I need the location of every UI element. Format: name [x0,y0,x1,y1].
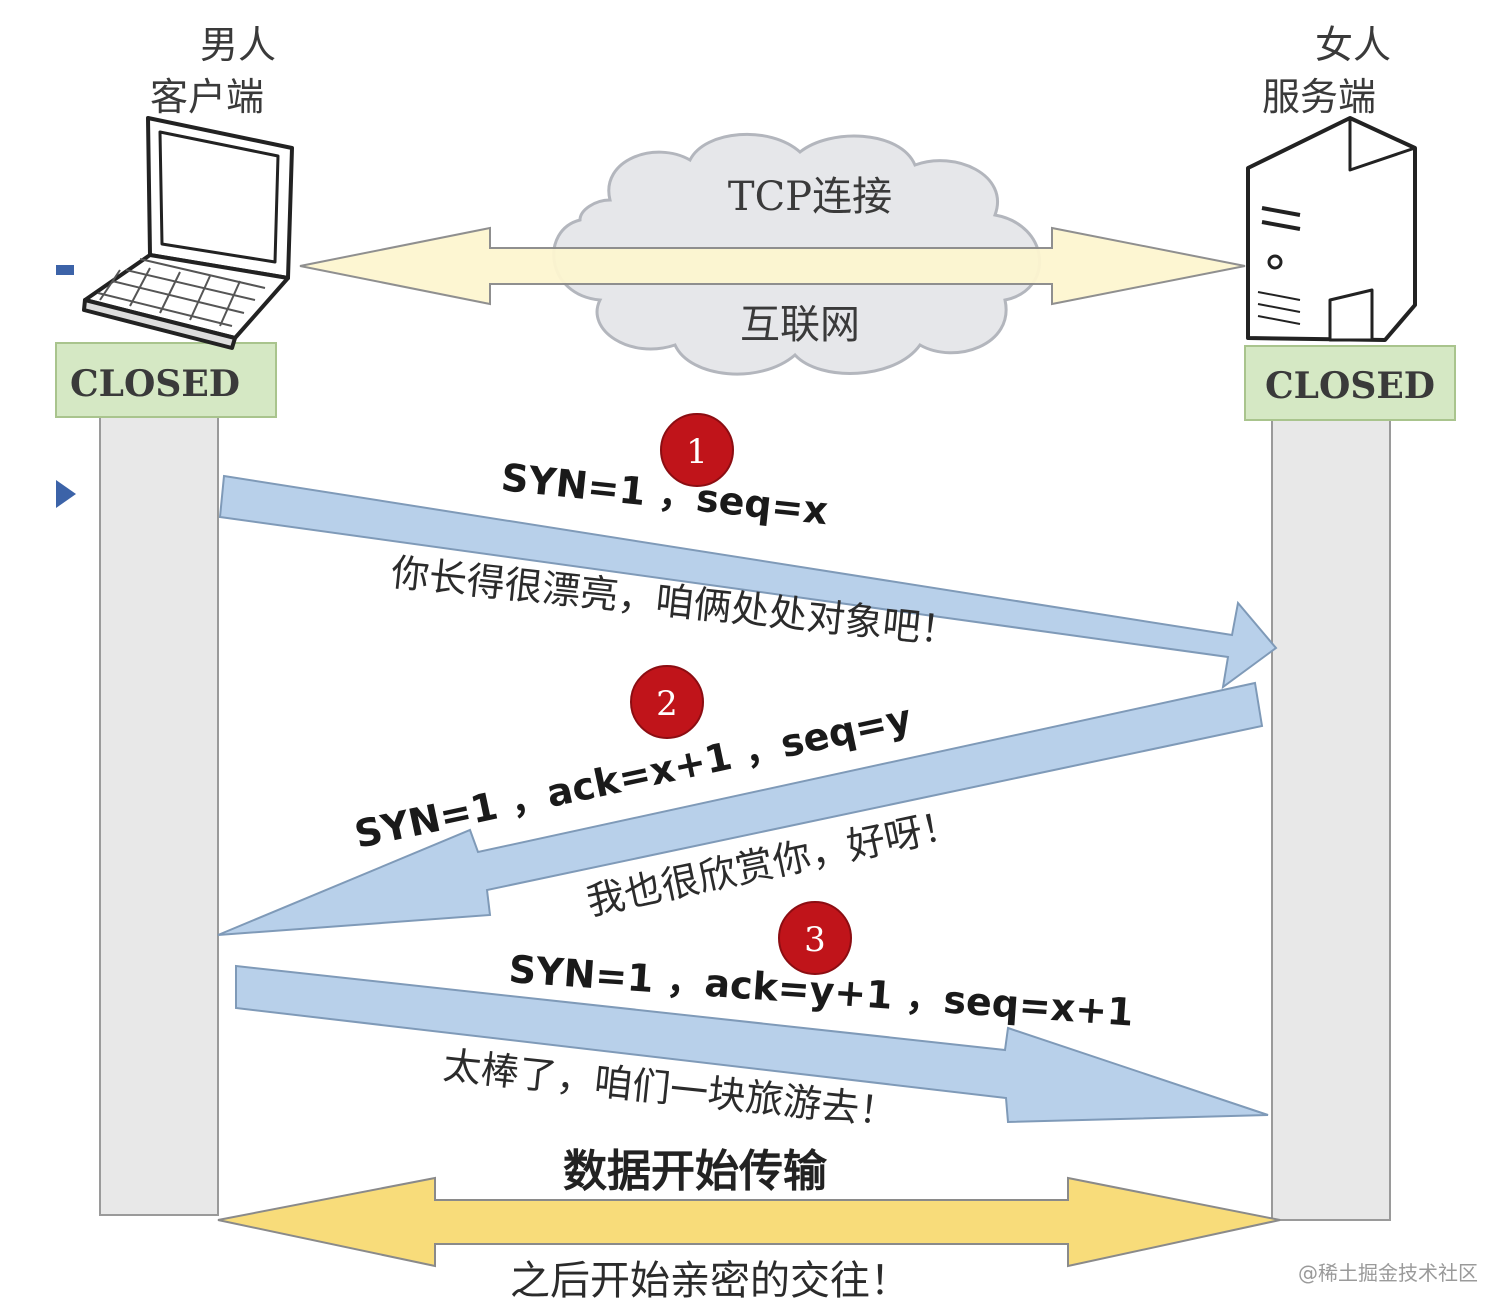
server-state-label: CLOSED [1265,365,1435,407]
edge-marker [56,265,74,275]
server-role-label: 女人 [1315,23,1391,67]
client-role-label: 男人 [200,23,276,67]
client-state-label: CLOSED [70,363,240,405]
step1-badge: 1 [660,413,734,487]
step3-badge: 3 [778,901,852,975]
client-state-box: CLOSED [55,342,277,418]
server-lifeline [1271,417,1391,1221]
step1-arrow [218,474,1278,690]
laptop-icon [82,116,294,350]
data-transfer-arrow [217,1176,1281,1268]
client-role-sub-label: 客户端 [150,75,264,119]
data-transfer-label: 数据开始传输 [563,1146,828,1197]
server-role-sub-label: 服务端 [1262,75,1376,119]
step2-badge: 2 [630,665,704,739]
step3-number: 3 [804,920,826,960]
step2-arrow [217,681,1264,936]
step2-number: 2 [656,684,678,724]
server-state-box: CLOSED [1244,345,1456,421]
cloud-top-label: TCP连接 [728,174,892,220]
data-transfer-caption: 之后开始亲密的交往！ [510,1258,910,1304]
client-lifeline [99,414,219,1216]
connection-arrow [299,226,1246,306]
watermark-text: @稀土掘金技术社区 [1298,1261,1478,1285]
edge-triangle-icon [56,480,76,508]
step1-number: 1 [686,432,708,472]
step3-arrow [235,964,1269,1124]
server-icon [1246,116,1417,342]
cloud-bottom-label: 互联网 [740,302,860,348]
